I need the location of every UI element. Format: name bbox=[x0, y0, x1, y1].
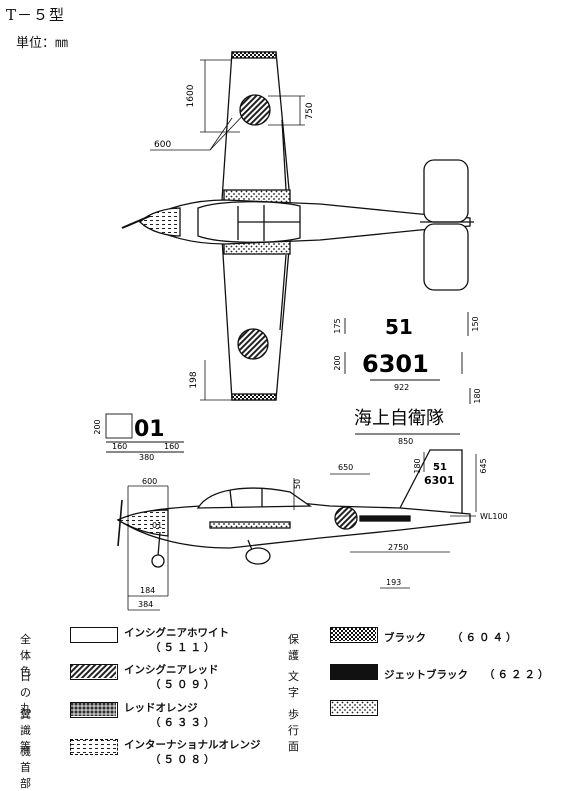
roundel-lower bbox=[237, 328, 269, 360]
legend-swatch-black bbox=[330, 664, 378, 680]
roundel-side bbox=[334, 506, 358, 530]
legend-swatch-dash bbox=[70, 739, 118, 755]
dim-198: 198 bbox=[189, 371, 199, 388]
side-dim-2750: 2750 bbox=[388, 543, 408, 552]
side-dim-650: 650 bbox=[338, 463, 353, 472]
page-title: T－５型 bbox=[6, 6, 66, 24]
legend-code-jet-black: （６２２） bbox=[484, 669, 552, 681]
legend-swatch-dots bbox=[70, 702, 118, 718]
legend-swatch-walkway bbox=[330, 700, 378, 716]
roundel-upper bbox=[239, 94, 271, 126]
canopy-side bbox=[196, 487, 313, 509]
side-view bbox=[116, 449, 471, 568]
legend-label-walkway: 歩行面 bbox=[288, 708, 299, 753]
tail-dim-left: 160 bbox=[112, 442, 127, 451]
side-small-label: 01 bbox=[152, 521, 162, 530]
tail-left bbox=[423, 223, 469, 291]
side-view-dimensions bbox=[127, 452, 477, 611]
top-view bbox=[121, 51, 474, 401]
legend-swatch-hatch bbox=[70, 664, 118, 680]
upper-wing-tip bbox=[231, 51, 277, 59]
legend-label-protect: 保 護 bbox=[288, 633, 310, 662]
side-tail-text-1: 51 bbox=[433, 462, 447, 473]
side-wl100: WL100 bbox=[480, 512, 508, 521]
number-large: 6301 bbox=[362, 350, 429, 378]
legend-name-intl-orange: インターナショナルオレンジ bbox=[124, 739, 261, 751]
dim-600: 600 bbox=[154, 140, 171, 150]
legend-label-roundel: 日の丸 bbox=[20, 670, 31, 715]
dim-1600: 1600 bbox=[186, 84, 196, 107]
lower-wing bbox=[221, 237, 291, 401]
side-dim-184: 184 bbox=[140, 586, 155, 595]
legend-label-letters: 文 字 bbox=[288, 670, 310, 699]
number-large-dim-right: 180 bbox=[473, 388, 482, 403]
number-large-dim-height: 200 bbox=[333, 355, 342, 370]
number-large-dim-width: 922 bbox=[394, 383, 409, 392]
number-small-dim-left: 175 bbox=[333, 318, 342, 333]
number-small: 51 bbox=[385, 315, 413, 339]
legend-name-jet-black: ジェットブラック bbox=[384, 669, 468, 681]
legend-name-white: インシグニアホワイト bbox=[124, 627, 229, 639]
side-dim-50: 50 bbox=[293, 479, 302, 489]
main-wheel bbox=[245, 547, 271, 565]
jmsdf-dim: 850 bbox=[398, 437, 413, 446]
dim-750: 750 bbox=[305, 102, 315, 119]
walkway-side bbox=[209, 521, 291, 529]
legend-code-intl-orange: （５０８） bbox=[150, 754, 218, 766]
tail-right bbox=[423, 159, 469, 223]
legend-code-white: （５１１） bbox=[150, 642, 218, 654]
legend-label-wing: 翼識等 bbox=[20, 708, 31, 753]
legend-label-overall: 全体色 bbox=[20, 633, 31, 678]
upper-wing bbox=[221, 51, 291, 201]
side-dim-193: 193 bbox=[386, 578, 401, 587]
side-stripe bbox=[359, 515, 411, 522]
aircraft-drawing: 1600 750 600 198 51 175 150 6301 200 922… bbox=[93, 51, 508, 611]
legend-code-red: （５０９） bbox=[150, 679, 218, 691]
legend-swatch-white bbox=[70, 627, 118, 643]
lower-wing-tip bbox=[231, 393, 277, 401]
side-dim-645: 645 bbox=[479, 458, 488, 473]
number-small-dim-right: 150 bbox=[471, 316, 480, 331]
side-dim-384: 384 bbox=[138, 600, 153, 609]
legend-name-red: インシグニアレッド bbox=[124, 664, 219, 676]
legend-code-orange: （６３３） bbox=[150, 717, 218, 729]
tail-dim-total: 380 bbox=[139, 453, 154, 462]
side-dim-600: 600 bbox=[142, 477, 157, 486]
jmsdf-text: 海上自衛隊 bbox=[354, 408, 444, 429]
tail-digits: 01 bbox=[134, 417, 165, 442]
legend-swatch-check bbox=[330, 627, 378, 643]
legend-label-nose: 機首部 bbox=[20, 745, 31, 790]
tail-dim-right: 160 bbox=[164, 442, 179, 451]
side-dim-180: 180 bbox=[413, 458, 422, 473]
tail-dim-height: 200 bbox=[93, 419, 102, 434]
nose-top bbox=[139, 207, 181, 237]
side-tail-text-2: 6301 bbox=[424, 474, 455, 487]
tail-digits-detail bbox=[105, 413, 184, 453]
legend-name-black: ブラック bbox=[384, 632, 426, 644]
legend-code-black: （６０４） bbox=[452, 632, 520, 644]
legend-name-orange: レッドオレンジ bbox=[124, 702, 198, 714]
number-detail bbox=[344, 312, 471, 435]
top-view-dimensions bbox=[150, 59, 305, 401]
unit-label: 単位：㎜ bbox=[16, 36, 69, 51]
nose-wheel bbox=[151, 554, 165, 568]
